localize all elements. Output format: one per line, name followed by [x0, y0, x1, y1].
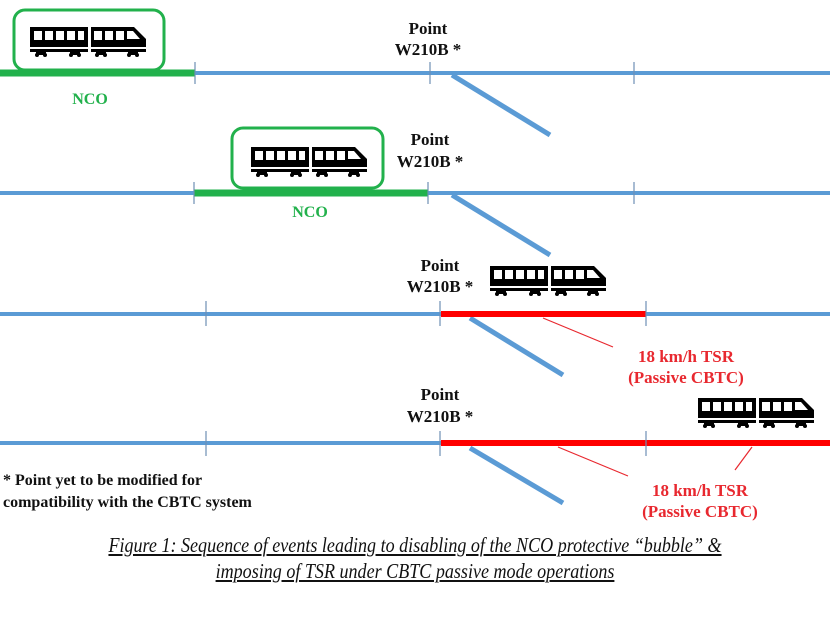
branch-track: [450, 192, 552, 258]
scenario-row-1: NCO Point W210B *: [0, 8, 830, 138]
footnote-line-2: compatibility with the CBTC system: [3, 494, 252, 511]
point-label: Point: [411, 130, 450, 149]
train-icon: [30, 27, 146, 57]
footnote-line-1: * Point yet to be modified for: [3, 472, 203, 489]
tsr-speed-label: 18 km/h TSR: [638, 347, 735, 366]
nco-bubble: [12, 8, 166, 72]
tsr-callout-line: [557, 446, 629, 477]
nco-bubble: [230, 126, 385, 190]
nco-label: NCO: [292, 204, 328, 221]
point-label: Point: [421, 385, 460, 404]
branch-track: [468, 445, 565, 506]
scenario-row-2: NCO Point W210B *: [0, 126, 830, 258]
point-id-label: W210B *: [407, 407, 474, 426]
branch-track: [468, 315, 565, 378]
train-icon: [251, 147, 367, 177]
train-icon: [698, 398, 814, 428]
tsr-mode-label: (Passive CBTC): [628, 368, 744, 387]
train-icon: [490, 266, 606, 296]
point-id-label: W210B *: [395, 40, 462, 59]
point-id-label: W210B *: [407, 277, 474, 296]
caption-line-2: imposing of TSR under CBTC passive mode …: [215, 559, 615, 583]
scenario-row-3: Point W210B * 18 km/h TSR (Passive CBTC): [0, 256, 830, 387]
footnote: * Point yet to be modified for compatibi…: [3, 470, 252, 514]
tsr-mode-label: (Passive CBTC): [642, 502, 758, 521]
tsr-speed-label: 18 km/h TSR: [652, 481, 749, 500]
point-label: Point: [409, 19, 448, 38]
branch-track: [450, 72, 552, 138]
caption-line-1: Figure 1: Sequence of events leading to …: [108, 533, 722, 557]
scenario-row-4: Point W210B * 18 km/h TSR (Passive CBTC): [0, 385, 830, 521]
nco-label: NCO: [72, 91, 108, 108]
tsr-callout-line: [542, 317, 614, 348]
point-label: Point: [421, 256, 460, 275]
figure-caption: Figure 1: Sequence of events leading to …: [58, 532, 772, 584]
tsr-callout-line: [734, 446, 753, 471]
point-id-label: W210B *: [397, 152, 464, 171]
